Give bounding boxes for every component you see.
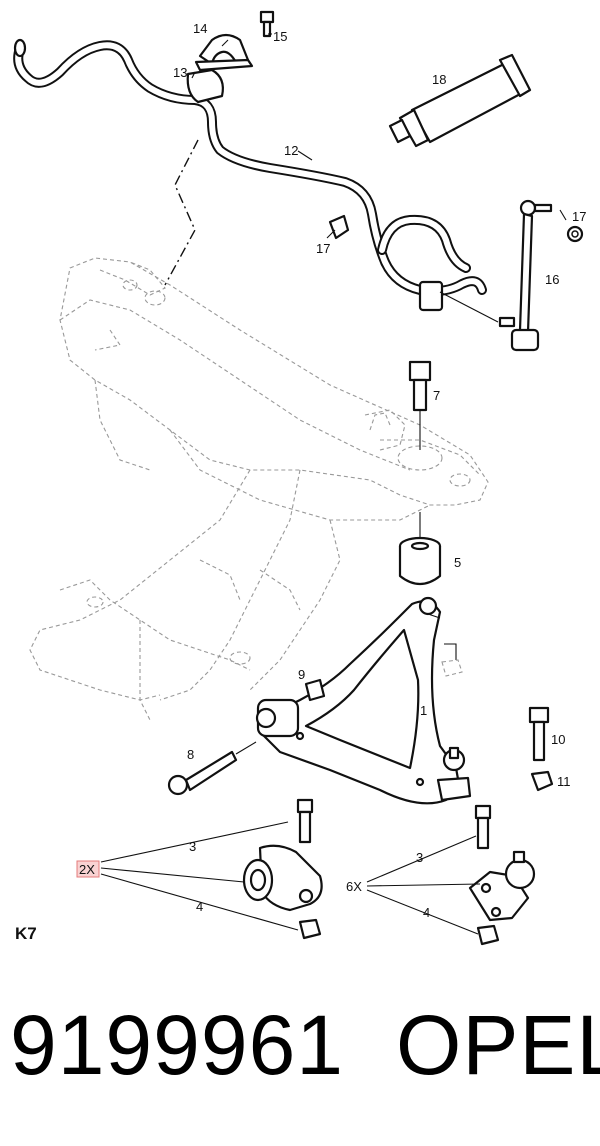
callout-9: 9 xyxy=(298,667,305,682)
callout-7: 7 xyxy=(433,388,440,403)
callout-14: 14 xyxy=(193,21,207,36)
callout-4-left: 4 xyxy=(196,899,203,914)
callout-3-left: 3 xyxy=(189,839,196,854)
bolt-15 xyxy=(259,10,275,38)
callout-8: 8 xyxy=(187,747,194,762)
stabilizer-link-16 xyxy=(439,199,553,352)
callout-17-left: 17 xyxy=(316,241,330,256)
multiplier-highlight xyxy=(76,860,100,878)
bushing-assembly-left xyxy=(242,798,323,940)
spacer-9 xyxy=(304,678,326,702)
stabilizer-bar xyxy=(13,38,487,312)
bushing-5 xyxy=(398,512,442,586)
bolt-10 xyxy=(528,706,550,762)
bushing-13 xyxy=(186,68,224,104)
nut-17-left xyxy=(328,214,350,240)
callout-15: 15 xyxy=(273,29,287,44)
cage-nut xyxy=(441,643,463,677)
callout-3-right: 3 xyxy=(416,850,423,865)
grease-tube-18 xyxy=(388,53,532,148)
assembly-line-bar xyxy=(164,139,199,286)
callout-10: 10 xyxy=(551,732,565,747)
callout-16: 16 xyxy=(545,272,559,287)
control-arm-1 xyxy=(255,596,472,805)
callout-18: 18 xyxy=(432,72,446,87)
subframe-outline xyxy=(29,257,489,721)
callout-17-right: 17 xyxy=(572,209,586,224)
callout-5: 5 xyxy=(454,555,461,570)
bolt-8 xyxy=(167,741,257,796)
part-number: 9199961 xyxy=(10,998,344,1092)
callout-4-right: 4 xyxy=(423,905,430,920)
nut-17-right xyxy=(566,225,584,243)
brand-name: OPEL xyxy=(396,998,600,1092)
balljoint-assembly-right xyxy=(468,804,536,946)
callout-12: 12 xyxy=(284,143,298,158)
section-code: K7 xyxy=(15,924,37,943)
callout-1: 1 xyxy=(420,703,427,718)
multiplier-2x: 2X xyxy=(79,862,95,877)
nut-11 xyxy=(530,770,554,792)
callout-13: 13 xyxy=(173,65,187,80)
multiplier-6x: 6X xyxy=(346,879,362,894)
callout-11: 11 xyxy=(557,774,571,789)
bolt-7 xyxy=(408,360,432,450)
clamp-14 xyxy=(194,33,254,72)
leader-lines xyxy=(100,33,567,935)
